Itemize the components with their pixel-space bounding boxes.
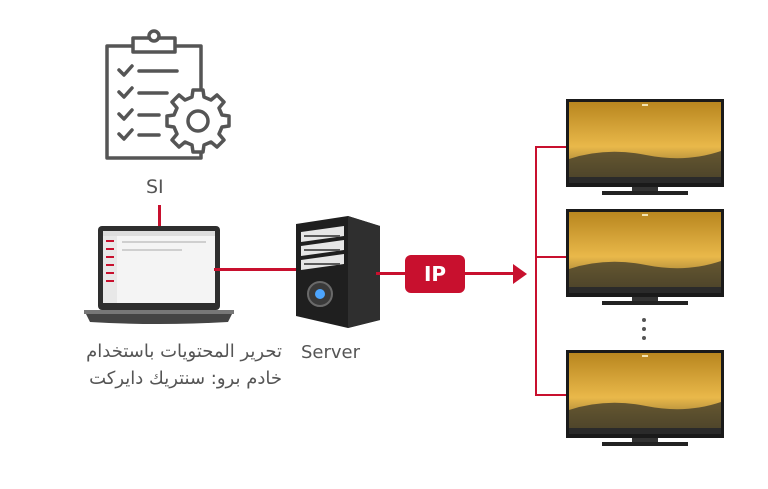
arrow-head-icon: [513, 264, 527, 284]
ip-arrow-shaft: [465, 272, 515, 275]
laptop-caption-line1: تحرير المحتويات باستخدام: [86, 341, 282, 362]
server-ip-connector: [376, 272, 406, 275]
ip-badge: IP: [405, 255, 465, 293]
laptop-icon: [84, 226, 234, 324]
tv-display-icon: [566, 209, 724, 305]
branch-to-display-1: [535, 146, 569, 148]
branch-vertical: [535, 146, 537, 396]
branch-to-display-2: [535, 256, 569, 258]
laptop-caption-line2: خادم برو: سنتريك دايركت: [89, 368, 282, 389]
more-displays-ellipsis-icon: [642, 318, 646, 345]
tv-display-icon: [566, 350, 724, 446]
server-tower-icon: [296, 216, 380, 328]
si-label: SI: [146, 176, 164, 198]
server-label: Server: [301, 342, 361, 363]
tv-display-icon: [566, 99, 724, 195]
si-connector: [158, 205, 161, 227]
branch-to-display-3: [535, 394, 569, 396]
laptop-server-connector: [214, 268, 296, 271]
clipboard-checklist-gear-icon: [105, 29, 231, 160]
